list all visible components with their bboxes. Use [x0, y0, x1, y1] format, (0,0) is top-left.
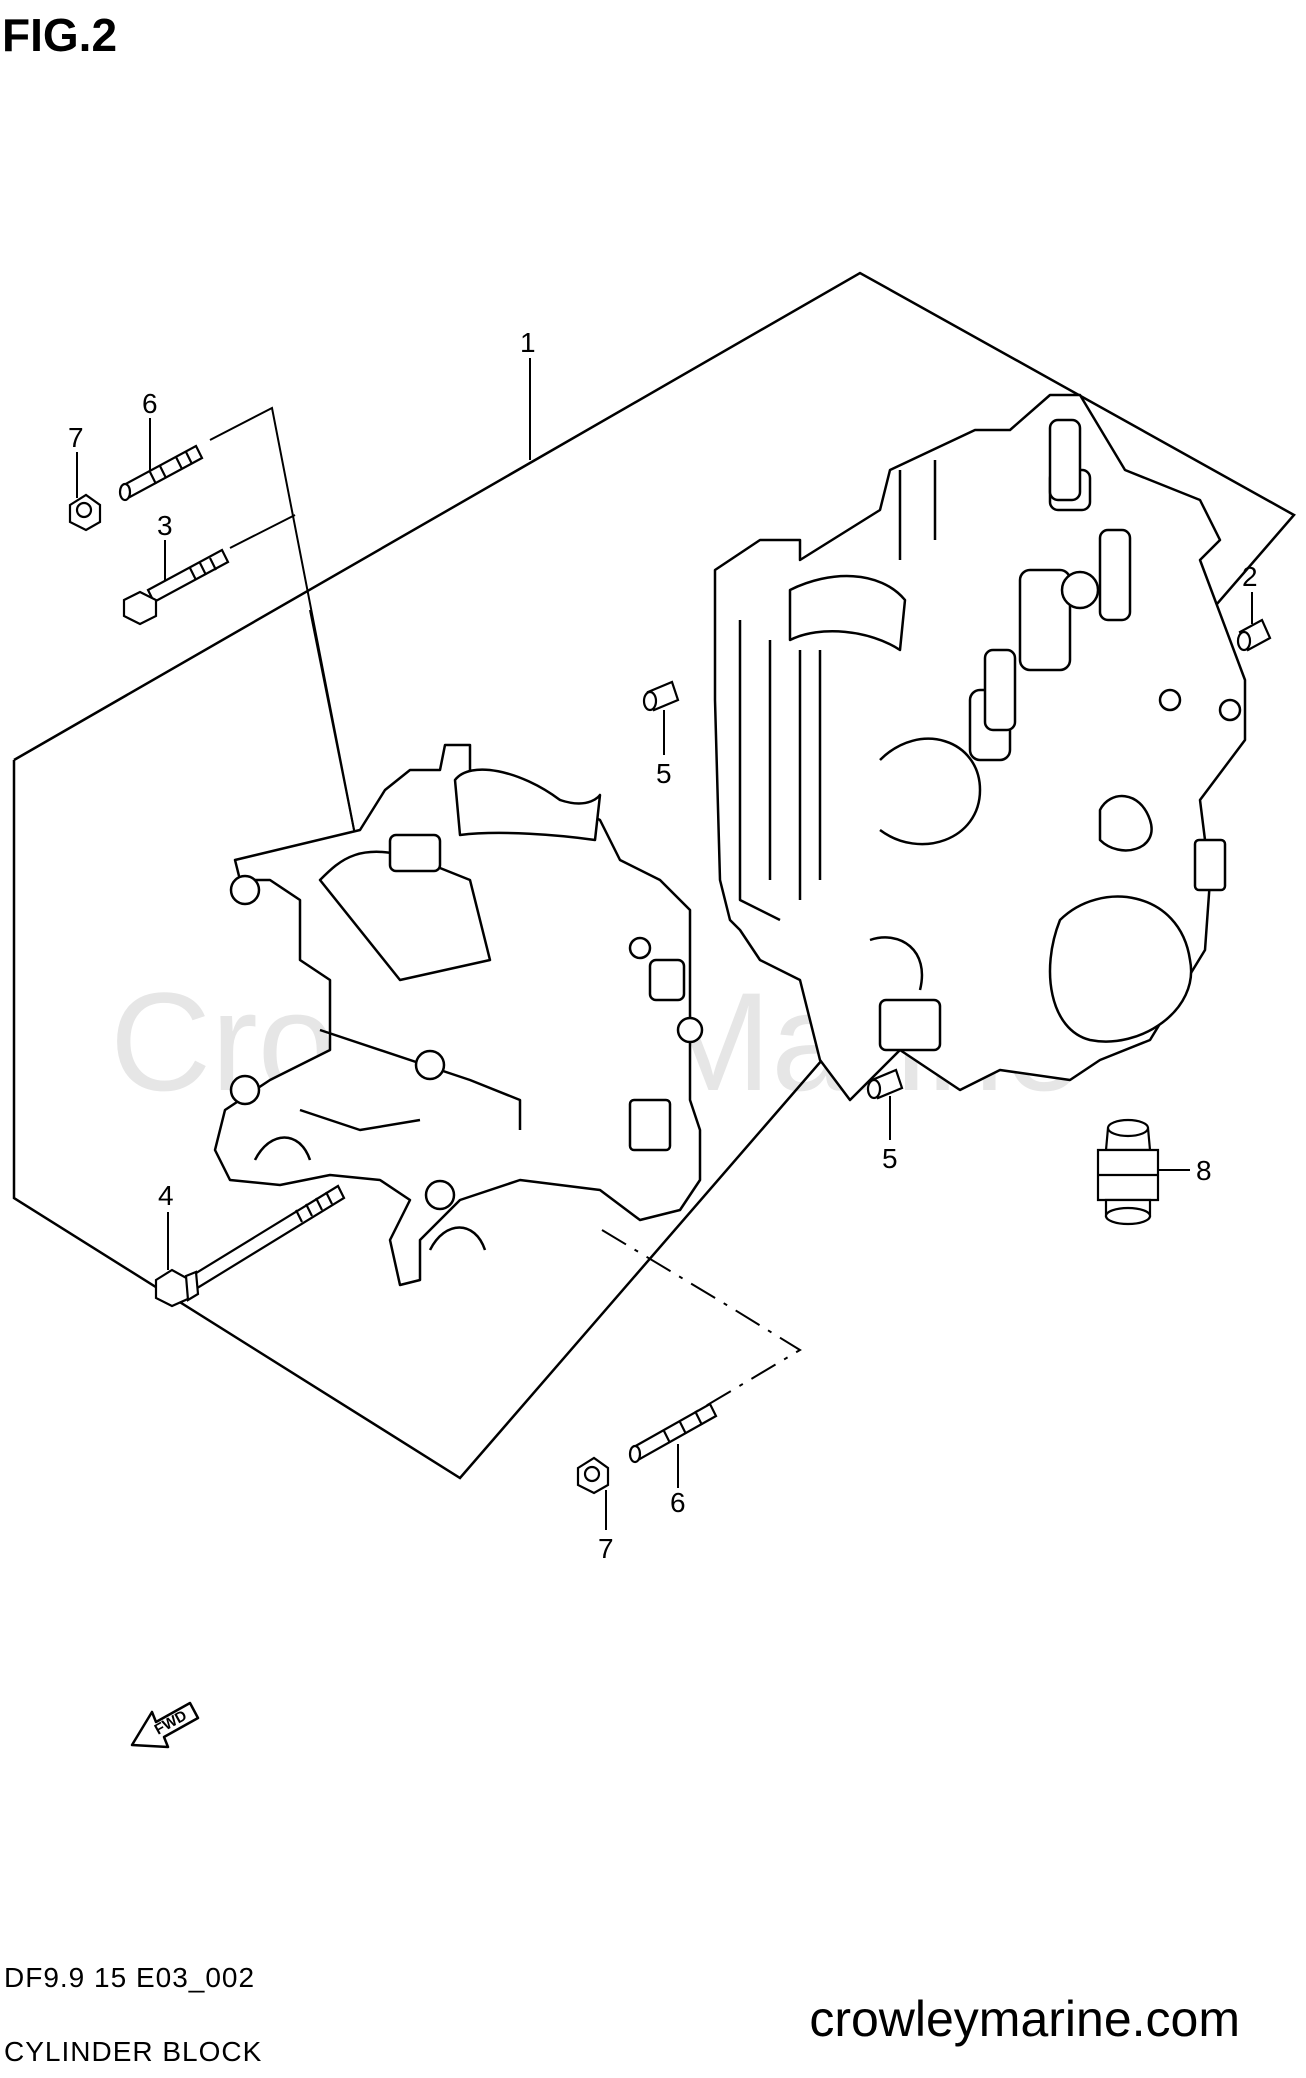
alignment-line [601, 1229, 802, 1446]
stud-lower [628, 1402, 718, 1464]
callout-3: 3 [157, 510, 173, 541]
figure-title: FIG.2 [2, 9, 118, 61]
callout-1: 1 [520, 327, 536, 358]
bracket-bolts-upper [209, 406, 358, 846]
callout-7-upper: 7 [68, 422, 84, 453]
bolt-4 [154, 1184, 346, 1308]
crankcase-half [213, 743, 704, 1287]
website-link[interactable]: crowleymarine.com [809, 1991, 1240, 2047]
callout-6-upper: 6 [142, 388, 158, 419]
bracket-bolt-3-line [229, 514, 296, 549]
bracket-leader-lower [309, 609, 358, 846]
nut-upper [68, 493, 102, 532]
stud-upper [118, 444, 204, 502]
diagram-code: DF9.9 15 E03_002 [4, 1962, 256, 1993]
fwd-arrow-icon: FWD [130, 1701, 200, 1749]
callout-5-lower: 5 [882, 1143, 898, 1174]
callout-7-lower: 7 [598, 1533, 614, 1564]
dowel-2 [1236, 618, 1272, 652]
callout-5-upper: 5 [656, 758, 672, 789]
callout-6-lower: 6 [670, 1487, 686, 1518]
callout-leaders [76, 418, 1253, 1530]
cylinder-block [713, 393, 1247, 1102]
callout-2: 2 [1242, 561, 1258, 592]
diagram-caption: CYLINDER BLOCK [4, 2036, 263, 2067]
callout-8: 8 [1196, 1155, 1212, 1186]
dowel-5-lower [866, 1068, 904, 1100]
fitting-8 [1096, 1118, 1160, 1226]
dowel-5-upper [642, 680, 680, 712]
nut-lower [576, 1456, 610, 1495]
callout-4: 4 [158, 1180, 174, 1211]
bolt-3 [122, 548, 230, 626]
